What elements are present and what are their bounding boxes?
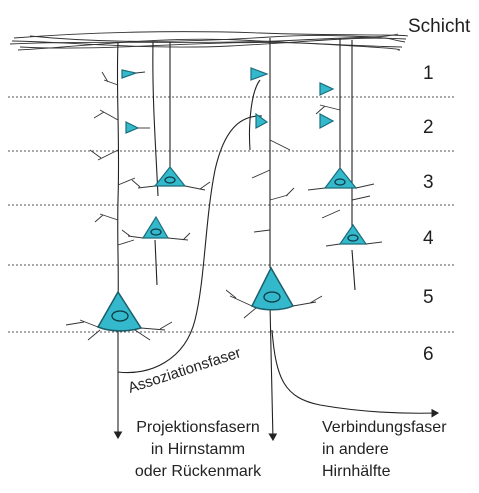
projection-caption-line-3: oder Rückenmark: [134, 463, 262, 480]
projection-caption-line-1: Projektionsfasern: [136, 419, 260, 436]
layer1-tangential-fibers: [9, 31, 409, 51]
commissural-caption: Verbindungsfaser in andere Hirnhälfte: [322, 417, 472, 483]
middle-column-neurons: [225, 38, 440, 442]
pyramid-soma-l4: [141, 215, 170, 239]
layer-label-6: 6: [423, 344, 434, 365]
small-soma-l1-mid: [250, 67, 269, 81]
commissural-caption-line-3: Hirnhälfte: [322, 463, 391, 480]
left-column-neurons: [65, 41, 211, 372]
small-soma-l2: [125, 121, 140, 134]
commissural-caption-line-2: in andere: [322, 441, 389, 458]
pyramid-soma-l3-right: [323, 167, 358, 189]
layer-label-5: 5: [423, 287, 434, 308]
small-soma-l2-mid: [255, 112, 269, 130]
commissural-fiber: [271, 329, 440, 418]
layer-label-1: 1: [423, 63, 434, 84]
commissural-caption-line-1: Verbindungsfaser: [322, 419, 447, 436]
projection-caption-line-2: in Hirnstamm: [150, 441, 246, 458]
small-soma-l2-right: [319, 112, 335, 130]
small-soma-l1-right: [319, 82, 335, 96]
layer-label-3: 3: [423, 172, 434, 193]
layer-dividers: [8, 96, 455, 333]
right-column-neurons: [307, 38, 383, 291]
layer-title: Schicht: [408, 16, 471, 37]
association-fiber: [117, 115, 263, 374]
pyramid-soma-l5-mid: [250, 266, 295, 311]
layer-label-4: 4: [423, 228, 434, 249]
layer-label-2: 2: [423, 117, 434, 138]
small-soma-l1: [121, 69, 139, 79]
projection-caption: Projektionsfasern in Hirnstamm oder Rück…: [118, 417, 278, 483]
